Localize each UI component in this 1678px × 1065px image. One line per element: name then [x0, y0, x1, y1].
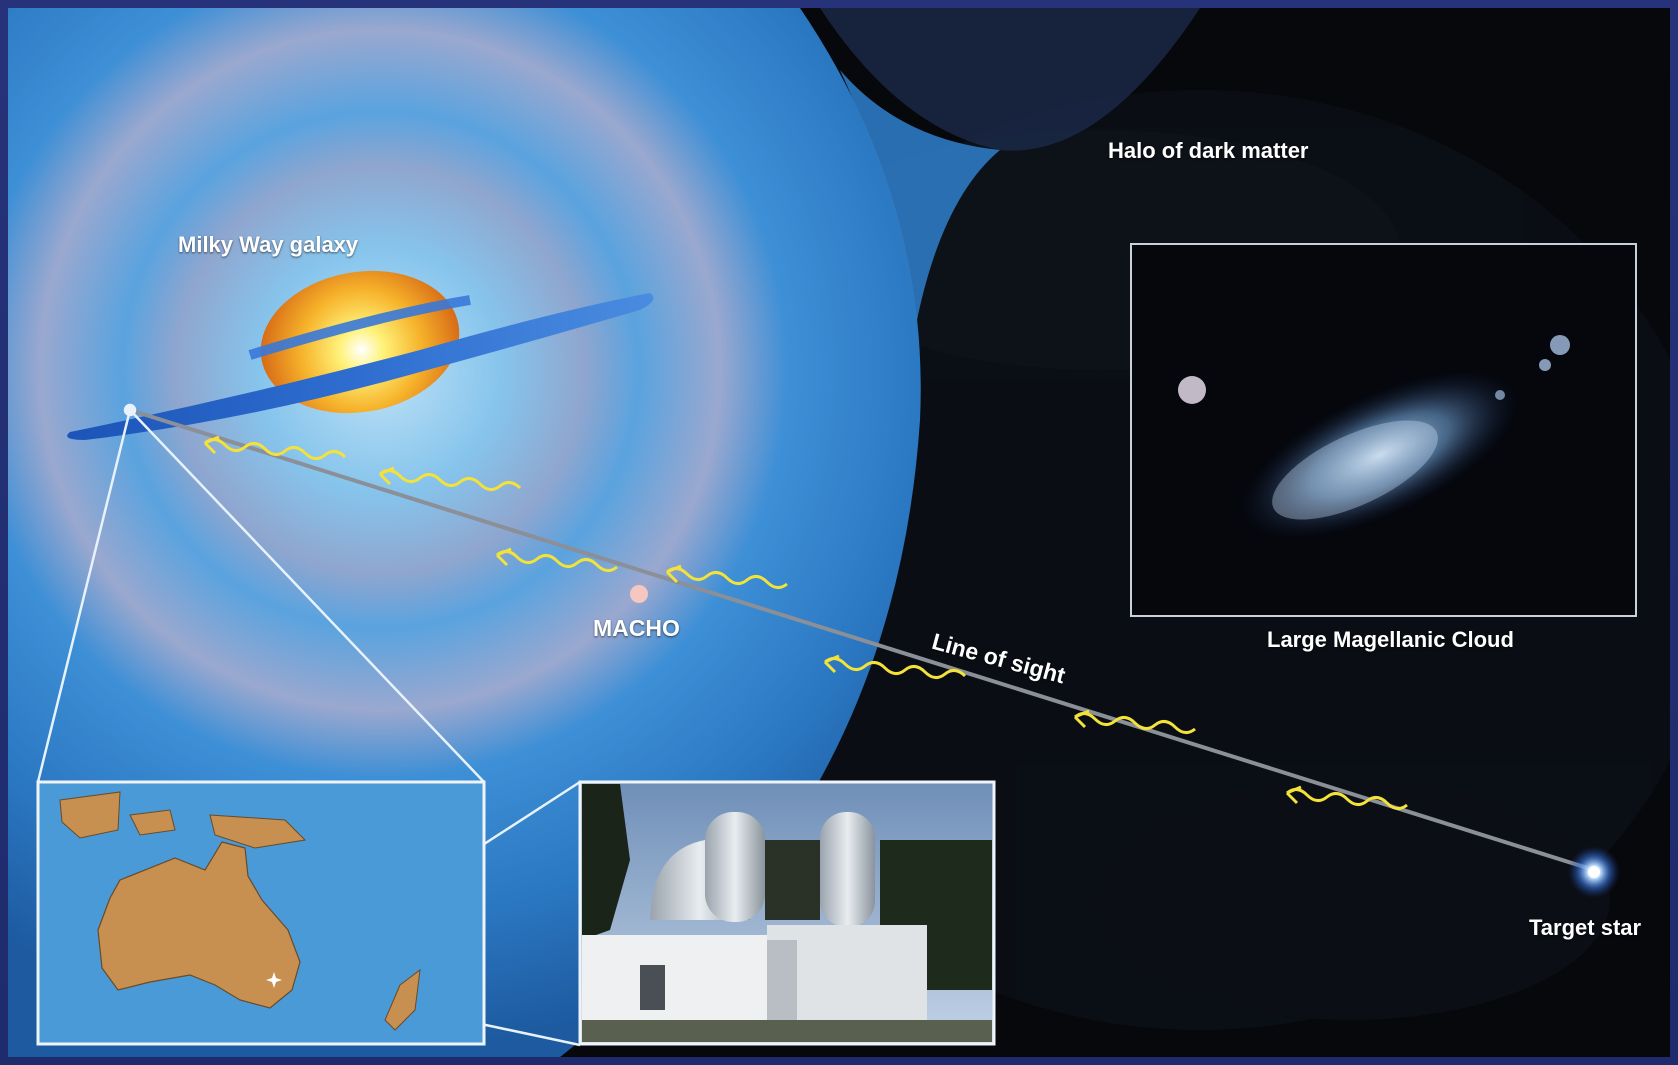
wavy-arrow-icon — [1073, 709, 1196, 734]
wavy-arrow-icon — [665, 564, 788, 589]
halo-cusp — [840, 70, 1000, 330]
wavy-arrow-icon — [1285, 785, 1408, 810]
halo-sphere-top — [820, 8, 1200, 151]
wavy-arrow-icon — [495, 547, 618, 572]
macho-dot-icon — [630, 585, 648, 603]
milky-way-label: Milky Way galaxy — [178, 232, 359, 257]
observatory-star-icon — [266, 972, 282, 988]
lmc-label: Large Magellanic Cloud — [1267, 627, 1514, 652]
wavy-arrow-icon — [378, 466, 522, 491]
observatory-photo-inset — [578, 780, 996, 1046]
target-star-label: Target star — [1529, 915, 1642, 940]
galactic-bulge — [260, 270, 460, 414]
new-zealand-shape — [384, 968, 421, 1031]
macho-label: MACHO — [593, 615, 680, 641]
light-rays — [203, 435, 1408, 810]
line-of-sight — [129, 408, 1595, 872]
australia-map-inset — [36, 780, 486, 1046]
wavy-arrow-icon — [203, 435, 347, 460]
wavy-arrow-icon — [823, 654, 967, 679]
lmc-photo-inset — [1130, 243, 1637, 617]
galactic-disk — [67, 293, 654, 440]
halo-label: Halo of dark matter — [1108, 138, 1309, 163]
milky-way-galaxy — [67, 270, 654, 440]
indonesia-shape — [59, 791, 121, 839]
australia-shape — [97, 841, 301, 1009]
new-guinea-shape — [209, 814, 307, 849]
